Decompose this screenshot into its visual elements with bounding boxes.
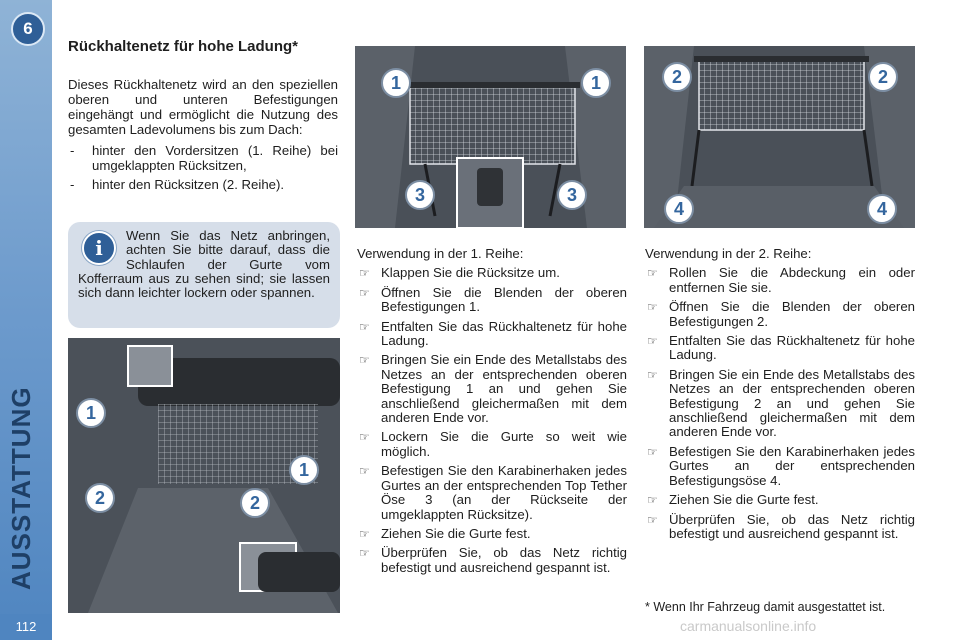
callout-3-right: 3 xyxy=(557,180,587,210)
step-item: ☞Entfalten Sie das Rückhaltenetz für hoh… xyxy=(647,333,915,363)
pointing-hand-icon: ☞ xyxy=(647,300,658,315)
step-item: ☞Befestigen Sie den Karabinerhaken jedes… xyxy=(359,463,627,522)
pointing-hand-icon: ☞ xyxy=(359,546,370,561)
footnote: * Wenn Ihr Fahrzeug damit ausgestattet i… xyxy=(645,600,886,614)
step-item: ☞Öffnen Sie die Blenden der oberen Befes… xyxy=(647,299,915,329)
page-number: 112 xyxy=(0,614,52,640)
callout-4-right: 4 xyxy=(867,194,897,224)
chapter-sidebar: 6 AUSSTATTUNG 112 xyxy=(0,0,52,640)
pointing-hand-icon: ☞ xyxy=(647,334,658,349)
callout-2-right: 2 xyxy=(240,488,270,518)
callout-2-right: 2 xyxy=(868,62,898,92)
row1-instructions: Verwendung in der 1. Reihe: ☞Klappen Sie… xyxy=(357,246,627,580)
chapter-number-badge: 6 xyxy=(11,12,45,46)
pointing-hand-icon: ☞ xyxy=(647,493,658,508)
pointing-hand-icon: ☞ xyxy=(647,266,658,281)
position-item: hinter den Vordersitzen (1. Reihe) bei u… xyxy=(68,143,338,173)
position-list: hinter den Vordersitzen (1. Reihe) bei u… xyxy=(68,143,338,196)
callout-1-left: 1 xyxy=(76,398,106,428)
step-item: ☞Öffnen Sie die Blenden der oberen Befes… xyxy=(359,284,627,315)
pointing-hand-icon: ☞ xyxy=(359,430,370,445)
callout-1-right: 1 xyxy=(581,68,611,98)
step-item: ☞Ziehen Sie die Gurte fest. xyxy=(359,525,531,541)
step-item: ☞Überprüfen Sie, ob das Netz richtig bef… xyxy=(359,545,627,575)
callout-2-left: 2 xyxy=(85,483,115,513)
intro-paragraph: Dieses Rückhaltenetz wird an den speziel… xyxy=(68,77,338,137)
position-item: hinter den Rücksitzen (2. Reihe). xyxy=(68,177,338,192)
page-title: Rückhaltenetz für hohe Ladung* xyxy=(68,38,299,55)
step-item: ☞Lockern Sie die Gurte so weit wie mögli… xyxy=(359,429,627,459)
info-text: Wenn Sie das Netz anbringen, achten Sie … xyxy=(78,228,330,301)
pointing-hand-icon: ☞ xyxy=(359,464,370,479)
step-item: ☞Bringen Sie ein Ende des Metallstabs de… xyxy=(359,352,627,426)
step-item: ☞Rollen Sie die Abdeckung ein oder entfe… xyxy=(647,265,915,295)
step-item: ☞Überprüfen Sie, ob das Netz richtig bef… xyxy=(647,511,915,541)
info-icon: i xyxy=(82,231,116,265)
pointing-hand-icon: ☞ xyxy=(647,444,658,459)
watermark: carmanualsonline.info xyxy=(680,618,817,634)
step-item: ☞Befestigen Sie den Karabinerhaken jedes… xyxy=(647,443,915,488)
pointing-hand-icon: ☞ xyxy=(359,319,370,334)
callout-4-left: 4 xyxy=(664,194,694,224)
row2-instructions: Verwendung in der 2. Reihe: ☞Rollen Sie … xyxy=(645,246,915,546)
pointing-hand-icon: ☞ xyxy=(359,353,370,368)
callout-1-left: 1 xyxy=(381,68,411,98)
pointing-hand-icon: ☞ xyxy=(359,285,370,300)
row2-step-list: ☞Rollen Sie die Abdeckung ein oder entfe… xyxy=(645,266,915,541)
step-item: ☞Ziehen Sie die Gurte fest. xyxy=(647,492,819,508)
info-box: i Wenn Sie das Netz anbringen, achten Si… xyxy=(68,222,340,328)
pointing-hand-icon: ☞ xyxy=(647,367,658,382)
pointing-hand-icon: ☞ xyxy=(359,526,370,541)
row2-title: Verwendung in der 2. Reihe: xyxy=(645,246,812,261)
step-item: ☞Klappen Sie die Rücksitze um. xyxy=(359,265,560,281)
row1-step-list: ☞Klappen Sie die Rücksitze um. ☞Öffnen S… xyxy=(357,266,627,575)
row1-title: Verwendung in der 1. Reihe: xyxy=(357,246,524,261)
callout-2-left: 2 xyxy=(662,62,692,92)
section-title-vertical: AUSSTATTUNG xyxy=(6,386,36,590)
pointing-hand-icon: ☞ xyxy=(647,512,658,527)
step-item: ☞Entfalten Sie das Rückhaltenetz für hoh… xyxy=(359,318,627,349)
figure-row1-mounting xyxy=(355,46,626,228)
callout-3-left: 3 xyxy=(405,180,435,210)
callout-1-right: 1 xyxy=(289,455,319,485)
pointing-hand-icon: ☞ xyxy=(359,266,370,281)
step-item: ☞Bringen Sie ein Ende des Metallstabs de… xyxy=(647,366,915,440)
